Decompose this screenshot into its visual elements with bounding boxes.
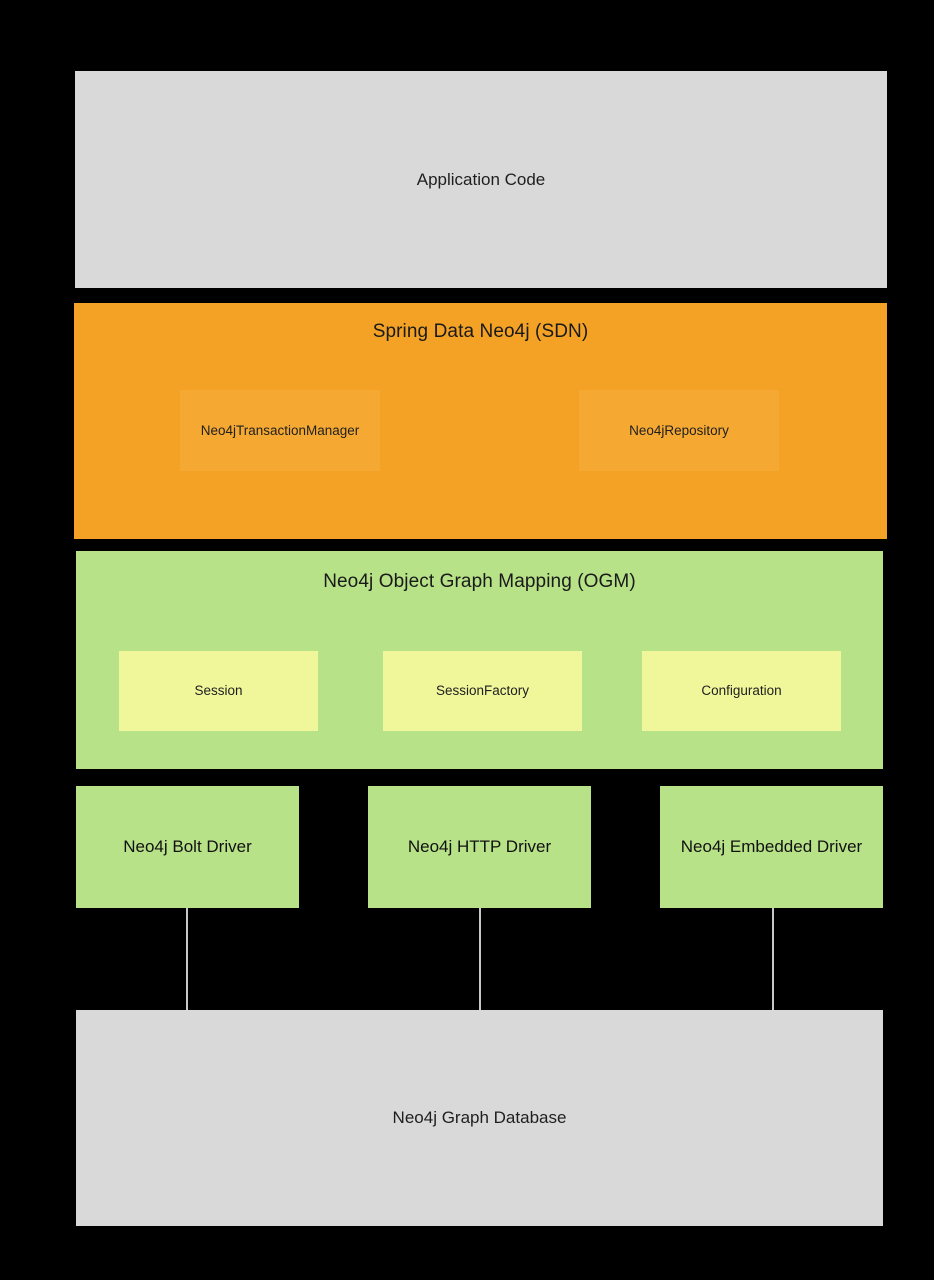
driver-label: Neo4j Bolt Driver — [123, 837, 252, 856]
component-session-factory: SessionFactory — [383, 651, 582, 731]
component-session: Session — [119, 651, 318, 731]
layer-application-code: Application Code — [75, 71, 887, 288]
connector-bolt-to-database — [186, 908, 188, 1010]
driver-neo4j-bolt: Neo4j Bolt Driver — [76, 786, 299, 908]
connector-http-to-database — [479, 908, 481, 1010]
component-label: Configuration — [701, 683, 782, 698]
sdn-layer-title: Spring Data Neo4j (SDN) — [372, 321, 589, 342]
layer-neo4j-ogm: Neo4j Object Graph Mapping (OGM) Session… — [76, 551, 883, 769]
driver-neo4j-http: Neo4j HTTP Driver — [368, 786, 591, 908]
component-neo4j-repository: Neo4jRepository — [579, 390, 779, 471]
layer-spring-data-neo4j: Spring Data Neo4j (SDN) Neo4jTransaction… — [74, 303, 887, 539]
connector-embedded-to-database — [772, 908, 774, 1010]
application-code-label: Application Code — [416, 169, 546, 189]
layer-neo4j-graph-database: Neo4j Graph Database — [76, 1010, 883, 1226]
component-label: SessionFactory — [435, 683, 530, 698]
component-label: Session — [194, 683, 243, 698]
component-label: Neo4jTransactionManager — [200, 422, 360, 438]
graph-database-label: Neo4j Graph Database — [392, 1108, 567, 1127]
driver-label: Neo4j HTTP Driver — [407, 837, 552, 856]
component-configuration: Configuration — [642, 651, 841, 731]
driver-neo4j-embedded: Neo4j Embedded Driver — [660, 786, 883, 908]
driver-label: Neo4j Embedded Driver — [680, 837, 863, 856]
component-neo4j-transaction-manager: Neo4jTransactionManager — [180, 390, 380, 471]
component-label: Neo4jRepository — [629, 422, 729, 438]
ogm-layer-title: Neo4j Object Graph Mapping (OGM) — [323, 571, 636, 592]
